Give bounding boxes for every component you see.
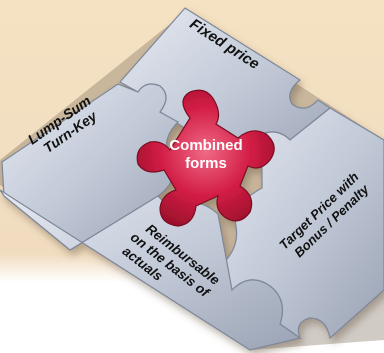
center-label-line1: Combined [169,137,242,154]
center-label-line2: forms [185,155,227,172]
puzzle-piece-center [136,89,275,227]
puzzle-piece-left [1,83,179,251]
